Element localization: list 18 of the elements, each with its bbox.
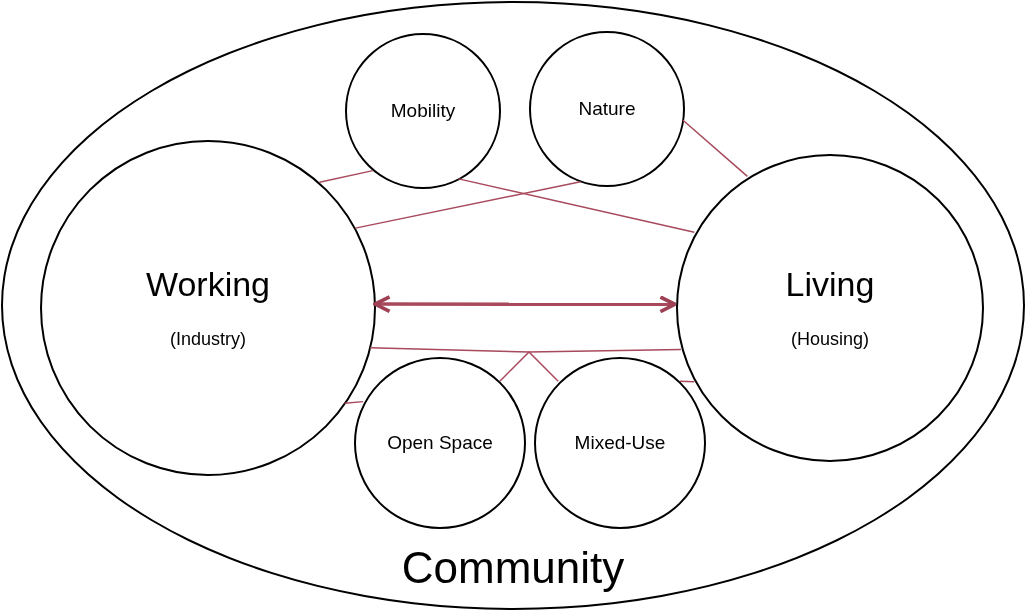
node-title: Open Space — [387, 430, 493, 455]
node-subtitle: (Housing) — [791, 327, 869, 351]
node-subtitle: (Industry) — [170, 327, 246, 351]
connector-line — [369, 346, 559, 382]
connector-line — [343, 400, 364, 405]
node-title: Mixed-Use — [574, 430, 666, 455]
node-title: Living — [785, 264, 875, 306]
connector-line — [679, 380, 696, 383]
connector-line — [318, 169, 374, 183]
node-title: Nature — [578, 96, 636, 121]
node-title: Working — [145, 264, 271, 306]
connector-line — [457, 178, 696, 234]
community-label: Community — [401, 546, 625, 590]
connector-line — [682, 119, 749, 178]
connector-line — [354, 181, 582, 229]
connector-line — [499, 348, 682, 382]
node-title: Mobility — [390, 98, 456, 123]
double-arrow — [373, 294, 677, 314]
